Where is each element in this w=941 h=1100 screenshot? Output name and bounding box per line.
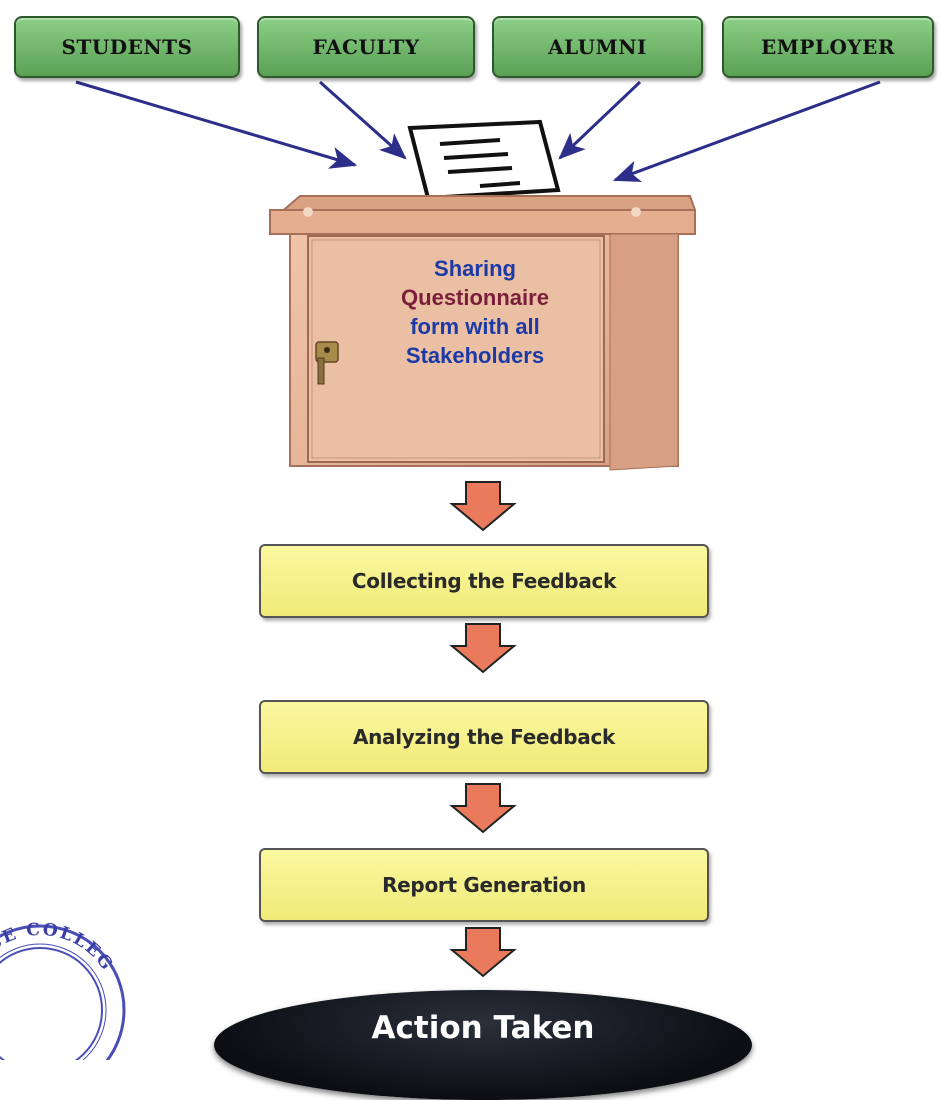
arrow-faculty — [319, 80, 407, 160]
flow-diagram: CE COLLEG — [0, 80, 881, 1060]
paper-icon — [407, 119, 561, 201]
arrow-students — [75, 80, 358, 169]
stakeholder-faculty: Faculty — [257, 16, 475, 78]
step-report-generation: Report Generation — [259, 848, 709, 922]
arrow-alumni — [558, 80, 642, 160]
box-line-4: Stakeholders — [405, 343, 545, 368]
action-taken-label: Action Taken — [371, 1010, 595, 1046]
stakeholder-employer: Employer — [722, 16, 934, 78]
down-arrow-2 — [449, 623, 517, 674]
lock-icon — [315, 341, 339, 385]
stakeholder-students: Students — [14, 16, 240, 78]
down-arrow-1 — [449, 481, 517, 532]
box-line-2: Questionnaire — [401, 285, 549, 310]
questionnaire-text: Sharing Questionnaire form with all Stak… — [305, 254, 645, 370]
college-seal: CE COLLEG — [0, 920, 126, 1060]
box-line-3: form with all — [410, 314, 540, 339]
step-analyzing-feedback: Analyzing the Feedback — [259, 700, 709, 774]
step-collecting-feedback: Collecting the Feedback — [259, 544, 709, 618]
box-line-1: Sharing — [434, 256, 516, 281]
feedback-box — [268, 195, 697, 471]
down-arrow-4 — [449, 927, 517, 978]
stakeholder-alumni: Alumni — [492, 16, 703, 78]
down-arrow-3 — [449, 783, 517, 834]
arrow-employer — [612, 80, 881, 182]
